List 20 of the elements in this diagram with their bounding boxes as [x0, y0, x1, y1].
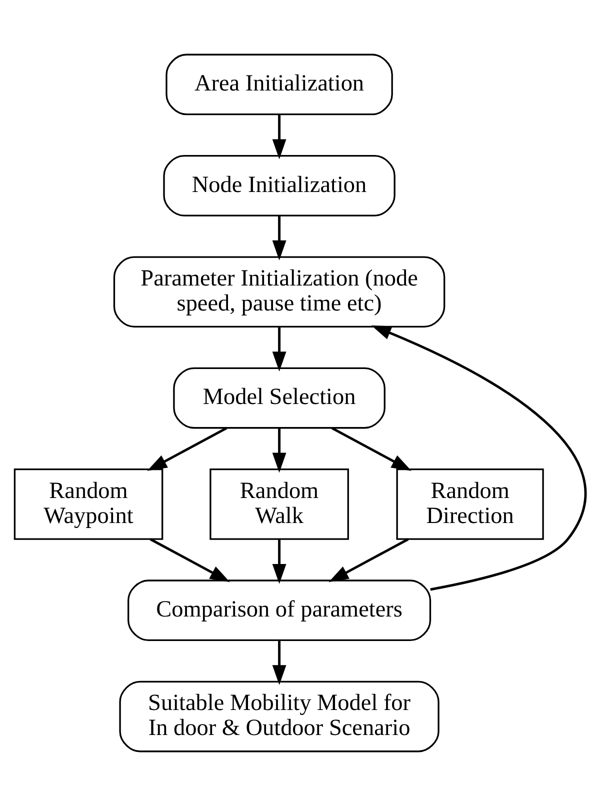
- node-box: Random Walk: [210, 468, 349, 540]
- node-box: Parameter Initialization (node speed, pause time etc): [113, 256, 446, 328]
- node-box: Comparison of parameters: [128, 579, 432, 641]
- arrow: [147, 426, 228, 470]
- node-box: Node Initialization: [163, 154, 396, 216]
- arrow: [272, 114, 286, 159]
- node-box: Model Selection: [173, 366, 386, 428]
- node-box: Random Direction: [396, 468, 544, 540]
- arrow: [272, 216, 286, 260]
- arrow: [272, 539, 286, 584]
- arrow: [272, 640, 286, 685]
- arrow: [150, 538, 230, 582]
- node-box: Random Waypoint: [14, 468, 164, 540]
- arrow: [272, 428, 286, 472]
- node-box: Suitable Mobility Model for In door & Outdoor Scenario: [119, 680, 440, 752]
- arrow: [371, 324, 587, 590]
- arrow: [272, 326, 286, 372]
- arrow: [328, 538, 409, 582]
- node-box: Area Initialization: [166, 53, 393, 115]
- arrow: [331, 426, 412, 470]
